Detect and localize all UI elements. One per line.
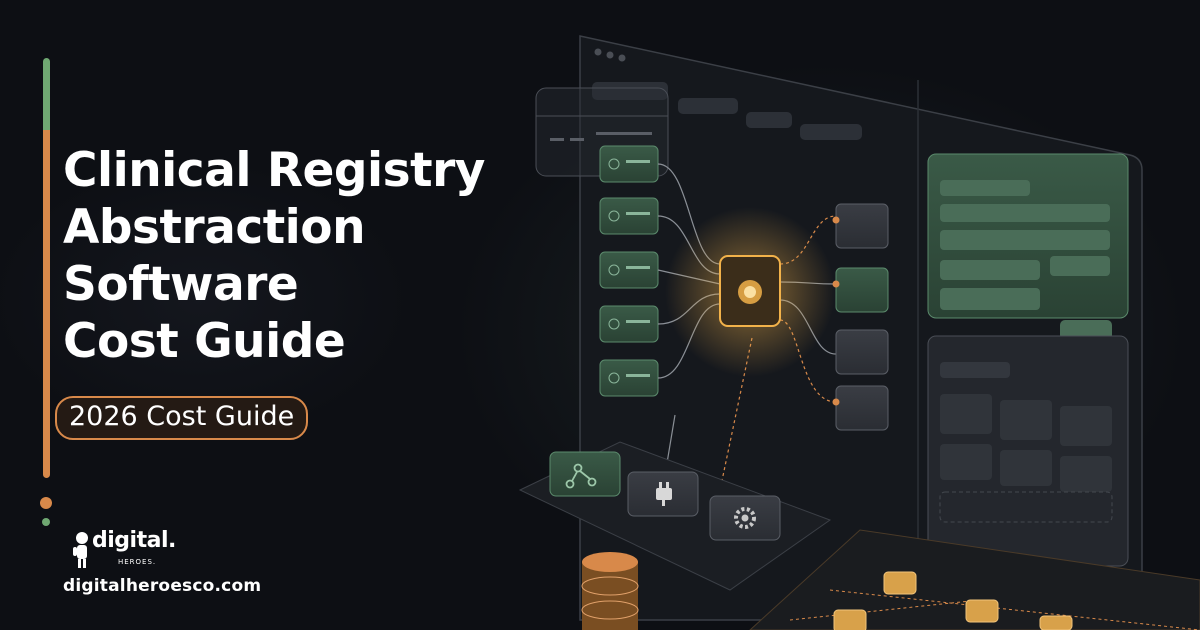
accent-bar-orange xyxy=(43,130,50,478)
title-line-1: Clinical Registry xyxy=(63,143,485,198)
window-dot xyxy=(618,54,626,62)
database-icon xyxy=(581,552,639,630)
title-line-3: Software xyxy=(63,257,299,312)
plug-icon xyxy=(656,482,672,506)
title-line-2: Abstraction xyxy=(63,200,366,255)
accent-dot-green xyxy=(42,518,50,526)
output-nodes xyxy=(832,203,889,431)
title-line-4: Cost Guide xyxy=(63,314,346,369)
hero-mascot-icon xyxy=(73,532,88,568)
logo-subtext: HEROES. xyxy=(118,558,157,566)
source-cards xyxy=(599,145,659,397)
accent-bar-green xyxy=(43,58,50,130)
year-badge: 2026 Cost Guide xyxy=(55,396,309,440)
form-panel xyxy=(927,153,1129,340)
accent-dot-orange xyxy=(40,497,52,509)
window-dot xyxy=(594,48,602,56)
window-dot xyxy=(606,51,614,59)
gear-icon xyxy=(734,507,756,529)
processor-chip-icon xyxy=(665,207,835,377)
page-title: Clinical Registry Abstraction Software C… xyxy=(63,142,523,370)
logo-wordmark: digital. xyxy=(92,528,176,553)
workflow-grid xyxy=(749,529,1200,630)
brand-logo: digital. HEROES. xyxy=(70,528,200,576)
software-illustration xyxy=(518,35,1200,630)
hierarchy-icon xyxy=(565,463,597,489)
site-url: digitalheroesco.com xyxy=(63,576,262,596)
grid-panel xyxy=(927,335,1129,567)
